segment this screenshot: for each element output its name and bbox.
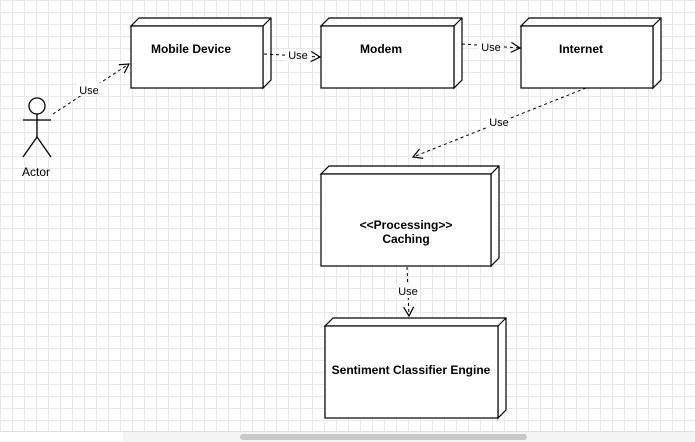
node-sentiment-classifier-label: Sentiment Classifier Engine bbox=[332, 363, 491, 377]
actor-label: Actor bbox=[22, 165, 50, 179]
node-internet-label: Internet bbox=[559, 42, 603, 56]
edge-internet-to-caching[interactable]: Use bbox=[411, 87, 587, 159]
node-caching[interactable]: <<Processing>> Caching bbox=[319, 165, 500, 268]
node-mobile-device[interactable]: Mobile Device bbox=[129, 17, 272, 90]
node-caching-stereotype: <<Processing>> bbox=[360, 218, 453, 232]
edge-internet-to-caching-label: Use bbox=[489, 117, 509, 129]
edge-mobile-to-modem[interactable]: Use bbox=[263, 49, 322, 63]
node-modem-label: Modem bbox=[360, 42, 402, 56]
edge-modem-to-internet-label: Use bbox=[481, 42, 501, 54]
node-modem[interactable]: Modem bbox=[319, 17, 463, 90]
edge-caching-to-classifier[interactable]: Use bbox=[396, 266, 420, 318]
actor-right-leg bbox=[36, 136, 52, 158]
edge-modem-to-internet[interactable]: Use bbox=[461, 40, 522, 54]
actor-head bbox=[28, 97, 46, 115]
edge-actor-to-mobile-label: Use bbox=[79, 85, 99, 97]
edge-actor-to-mobile[interactable]: Use bbox=[52, 63, 131, 115]
node-caching-label: Caching bbox=[382, 232, 429, 246]
node-internet[interactable]: Internet bbox=[519, 17, 662, 90]
edge-caching-to-classifier-label: Use bbox=[398, 286, 418, 298]
horizontal-scrollbar-thumb[interactable] bbox=[240, 434, 527, 440]
scrollbar-corner bbox=[0, 432, 123, 441]
node-sentiment-classifier[interactable]: Sentiment Classifier Engine bbox=[323, 317, 507, 420]
actor-left-leg bbox=[22, 136, 38, 158]
actor[interactable]: Actor bbox=[22, 97, 52, 179]
edge-mobile-to-modem-label: Use bbox=[288, 50, 308, 62]
node-mobile-device-label: Mobile Device bbox=[151, 42, 231, 56]
